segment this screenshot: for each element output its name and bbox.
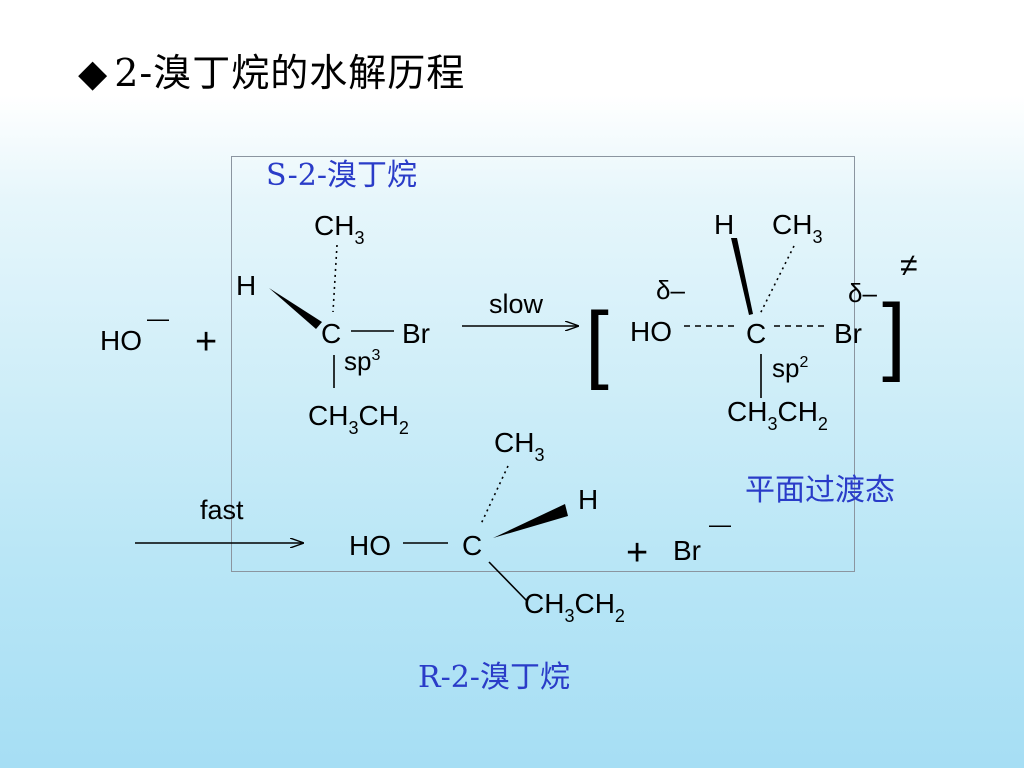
hydroxide-formula: HO (100, 325, 142, 356)
ts-hybridization: sp2 (772, 353, 808, 383)
reactant-hybridization: sp3 (344, 346, 380, 376)
diamond-bullet-icon: ◆ (78, 51, 109, 95)
right-bracket: ] (882, 287, 906, 383)
product-ho: HO (349, 530, 391, 561)
slide-title-text: 2-溴丁烷的水解历程 (114, 51, 466, 95)
plus-sign-2: + (626, 532, 648, 574)
reactant-ch3ch2: CH3CH2 (308, 400, 409, 438)
transition-state: [ ] ≠ H CH3 δ– δ– HO C Br sp2 CH3CH2 (585, 209, 918, 434)
ts-carbon: C (746, 318, 766, 349)
reactant-name-label: S-2-溴丁烷 (266, 158, 418, 193)
delta-minus-left: δ– (656, 275, 685, 305)
product-ch3: CH3 (494, 427, 544, 465)
hashed-bond-up (332, 244, 338, 313)
hydroxide-charge: — (147, 306, 169, 331)
bromide-formula: Br (673, 535, 701, 566)
ts-ho: HO (630, 316, 672, 347)
bromide-charge: — (709, 512, 731, 537)
slide-title: ◆2-溴丁烷的水解历程 (78, 42, 465, 97)
product-molecule: CH3 H HO C CH3CH2 (349, 427, 625, 626)
reactant-ch3: CH3 (314, 210, 364, 248)
reactant-molecule: CH3 H C Br sp3 CH3CH2 (236, 210, 430, 438)
double-dagger-symbol: ≠ (900, 247, 918, 283)
product-carbon: C (462, 530, 482, 561)
ts-h: H (714, 209, 734, 240)
ts-hashed-bond-ch3 (759, 245, 795, 315)
delta-minus-right: δ– (848, 278, 877, 308)
reactant-carbon: C (321, 318, 341, 349)
product-hashed-bond (480, 465, 509, 525)
product-bond-down (488, 561, 528, 602)
reactant-br: Br (402, 318, 430, 349)
product-ch3ch2: CH3CH2 (524, 588, 625, 626)
slow-arrow-label: slow (489, 289, 544, 319)
fast-arrow-label: fast (200, 495, 244, 525)
transition-state-name-label: 平面过渡态 (745, 473, 895, 508)
diagram-frame (231, 156, 855, 572)
ts-ch3ch2: CH3CH2 (727, 396, 828, 434)
product-name-label: R-2-溴丁烷 (418, 660, 570, 695)
plus-sign-1: + (195, 321, 217, 363)
left-bracket: [ (585, 295, 609, 391)
reactant-h: H (236, 270, 256, 301)
product-wedge-bond-h (493, 504, 568, 538)
ts-wedge-bond-h (731, 238, 753, 315)
product-h: H (578, 484, 598, 515)
ts-br: Br (834, 318, 862, 349)
ts-ch3: CH3 (772, 209, 822, 247)
wedge-bond-h (269, 288, 322, 329)
